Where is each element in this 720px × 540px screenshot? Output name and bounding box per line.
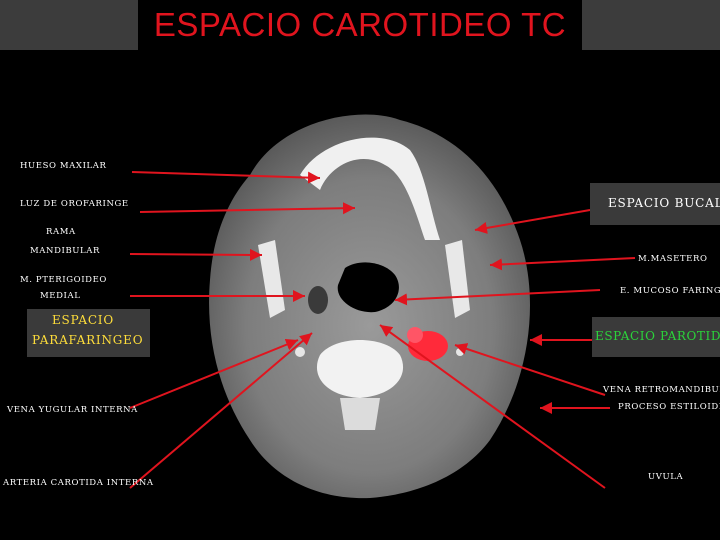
label-arteria-carotida: ARTERIA CAROTIDA INTERNA [3,478,154,488]
label-luz-orofaringe: LUZ DE OROFARINGE [20,199,129,209]
label-vena-retromandibular: VENA RETROMANDIBULAR [603,385,720,395]
box-espacio-parotideo: ESPACIO PAROTIDEO [592,317,720,357]
pointer-arrows [129,171,636,489]
label-vena-yugular: VENA YUGULAR INTERNA [7,405,138,415]
label-espacio-parafaringeo-1: ESPACIO [52,313,114,327]
neck-cross-section [209,114,530,499]
arrow-vena-yugular [129,338,299,409]
label-espacio-parotideo: ESPACIO PAROTIDEO [595,329,720,343]
box-espacio-parafaringeo: ESPACIO PARAFARINGEO [27,309,150,357]
label-mandibular: MANDIBULAR [30,246,101,256]
arrow-luz-orofaringe [139,202,356,215]
arrow-rama-mandibular [129,248,263,261]
label-e-mucoso: E. MUCOSO FARINGEO [620,286,720,296]
label-m-pterigoideo: M. PTERIGOIDEO [20,275,107,285]
arrow-masetero [489,257,636,271]
label-uvula: UVULA [648,472,684,482]
arrow-uvula [379,324,606,489]
label-m-masetero: M.MASETERO [638,254,708,264]
label-proceso-estiloides: PROCESO ESTILOIDES [618,402,720,412]
box-espacio-bucal: ESPACIO BUCAL [590,183,720,225]
title-box [138,0,582,50]
arrow-retromandibular [454,343,606,396]
label-rama: RAMA [46,227,76,237]
arrow-arteria-carotida [129,332,313,489]
arrow-espacio-bucal [474,209,591,234]
label-espacio-parafaringeo-2: PARAFARINGEO [32,333,144,347]
arrow-mucoso [394,289,601,306]
label-medial: MEDIAL [40,291,81,301]
label-espacio-bucal: ESPACIO BUCAL [608,196,720,210]
arrow-hueso-maxilar [131,171,321,184]
page-title: ESPACIO CAROTIDEO TC [153,6,567,43]
label-hueso-maxilar: HUESO MAXILAR [20,161,107,171]
